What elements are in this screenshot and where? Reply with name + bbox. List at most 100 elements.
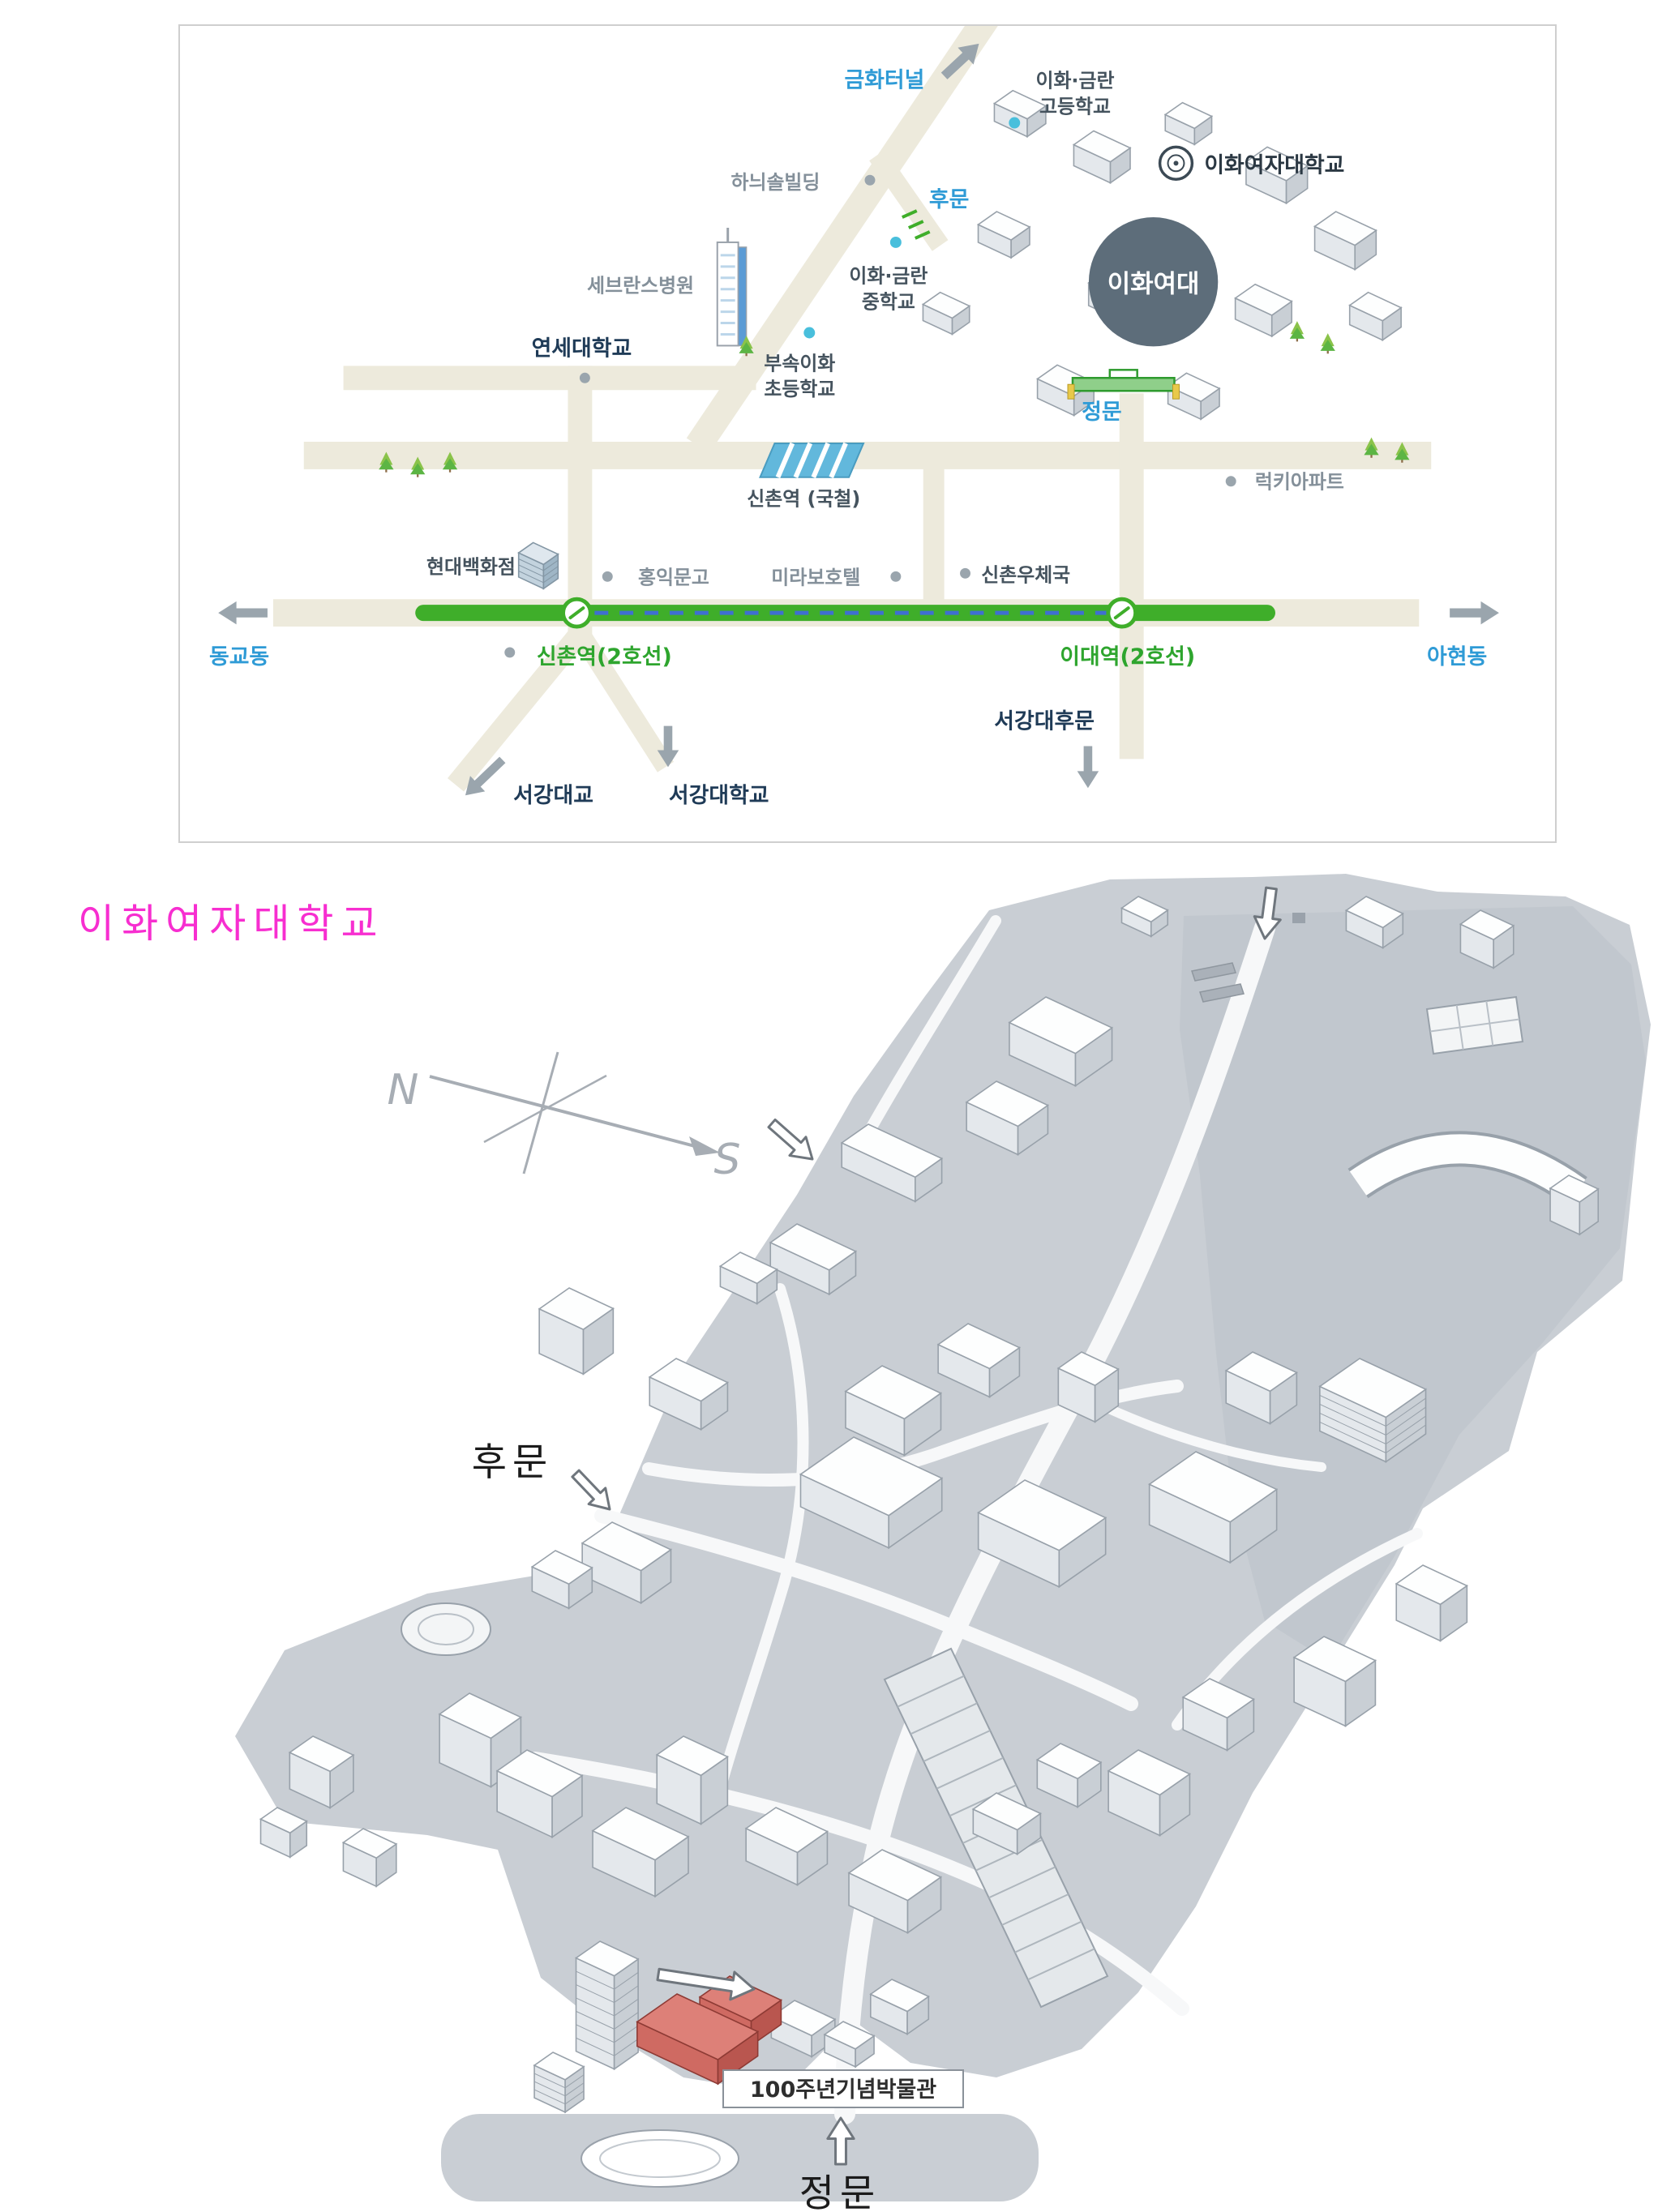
building [574, 1940, 640, 2071]
museum-label-text: 100주년기념박물관 [750, 2077, 936, 2103]
building [1395, 1564, 1468, 1642]
label-middle-school-2: 중학교 [862, 291, 915, 314]
top-entrance-arrow-icon [1253, 886, 1282, 940]
building [1148, 1451, 1279, 1564]
parking-bars [1191, 913, 1305, 1003]
compass-n-label: N [388, 1066, 419, 1115]
ewha-badge: 이화여대 [1088, 217, 1219, 347]
label-hyundai: 현대백화점 [426, 555, 516, 578]
campus-back-gate-label: 후문 [472, 1440, 553, 1485]
building [1234, 283, 1293, 338]
ewha-badge-label: 이화여대 [1107, 270, 1200, 299]
hospital-icon [716, 228, 748, 347]
building [1313, 211, 1377, 271]
east-arrow-icon [1450, 601, 1499, 625]
curved-building [1347, 1131, 1587, 1207]
building [1072, 130, 1132, 185]
building [530, 1550, 593, 1610]
label-geumhwa-tunnel: 금화터널 [844, 68, 924, 93]
label-high-school-1: 이화·금란 [1035, 70, 1114, 92]
west-arrow-icon [218, 601, 268, 625]
label-sogang-back-gate: 서강대후문 [994, 709, 1095, 734]
location-dots [504, 117, 1236, 658]
compass-arrow-icon [767, 1118, 814, 1161]
building [936, 1323, 1022, 1398]
building [495, 1749, 584, 1839]
building [259, 1807, 308, 1859]
campus-ground [235, 874, 1651, 2201]
label-main-gate: 정문 [1082, 400, 1121, 425]
label-rail-station: 신촌역 (국철) [747, 488, 860, 511]
label-elementary-1: 부속이화 [764, 352, 835, 374]
label-hongik: 홍익문고 [638, 566, 709, 588]
building [288, 1735, 355, 1809]
label-mirabeau: 미라보호텔 [771, 566, 860, 588]
building [341, 1828, 398, 1888]
building [1056, 1351, 1120, 1423]
tunnel-arrow-icon [940, 43, 979, 79]
campus-title: 이화여자대학교 [78, 901, 385, 947]
label-high-school-2: 고등학교 [1039, 96, 1111, 118]
trees [379, 321, 1410, 477]
department-store-icon [517, 541, 559, 590]
main-gate-arrow-icon [826, 2116, 855, 2166]
label-hanuisol: 하늬솔빌딩 [730, 171, 820, 194]
building [769, 1223, 858, 1296]
building [744, 1807, 829, 1886]
compass-rose: N S [388, 1051, 741, 1184]
building [971, 1792, 1042, 1856]
label-post-office: 신촌우체국 [981, 563, 1070, 586]
sogang-univ-arrow-icon [657, 725, 679, 768]
sogang-bridge-arrow-icon [465, 756, 506, 796]
building [1348, 291, 1403, 342]
label-severance: 세브란스병원 [587, 275, 694, 297]
entrance-plaza [441, 2114, 1039, 2201]
building [921, 291, 971, 336]
museum-label: 100주년기념박물관 [722, 2069, 964, 2108]
building [1120, 896, 1169, 938]
building [769, 2000, 837, 2058]
building [869, 1979, 930, 2036]
label-donggyo: 동교동 [209, 644, 269, 670]
area-map-canvas: 이화여대 이화여자대학교 금화터널 이화·금란 고등학교 하늬솔빌 [209, 26, 1499, 808]
label-lucky-apartment: 럭키아파트 [1255, 471, 1344, 494]
building [538, 1287, 615, 1376]
sogang-backgate-arrow-icon [1077, 746, 1099, 789]
road-arrows [218, 43, 1499, 796]
building [1245, 146, 1309, 205]
building [655, 1735, 729, 1825]
building [591, 1807, 690, 1898]
station-sinchon-icon [561, 597, 593, 629]
label-back-gate: 후문 [929, 187, 969, 212]
label-yonsei: 연세대학교 [532, 336, 632, 361]
building [1292, 1636, 1377, 1727]
building [847, 1849, 943, 1935]
tree-icon [379, 451, 394, 473]
label-ewha-line2: 이대역(2호선) [1060, 644, 1195, 670]
building [992, 89, 1047, 139]
campus-main-gate-label: 정문 [799, 2171, 880, 2212]
tree-icon [1395, 442, 1410, 463]
building [844, 1365, 943, 1457]
gate-arrows [571, 886, 1282, 2166]
tree-icon [410, 456, 426, 477]
tree-icon [739, 336, 754, 357]
university-logo-icon [1158, 145, 1194, 181]
building [718, 1251, 778, 1305]
rail-station-icon [759, 442, 865, 478]
building [823, 2021, 876, 2069]
building [1008, 996, 1114, 1088]
sports-court [1425, 995, 1524, 1055]
building [1181, 1678, 1255, 1752]
tree-icon [442, 451, 458, 473]
building [533, 2052, 585, 2114]
building [1318, 1358, 1428, 1464]
building [976, 211, 1031, 259]
station-ewha-icon [1106, 597, 1138, 629]
tree-icon [1364, 437, 1379, 458]
label-university-name: 이화여자대학교 [1204, 152, 1344, 178]
compass-s-label: S [713, 1136, 740, 1184]
building [1344, 896, 1404, 949]
label-elementary-2: 초등학교 [764, 378, 835, 400]
building [581, 1521, 673, 1605]
